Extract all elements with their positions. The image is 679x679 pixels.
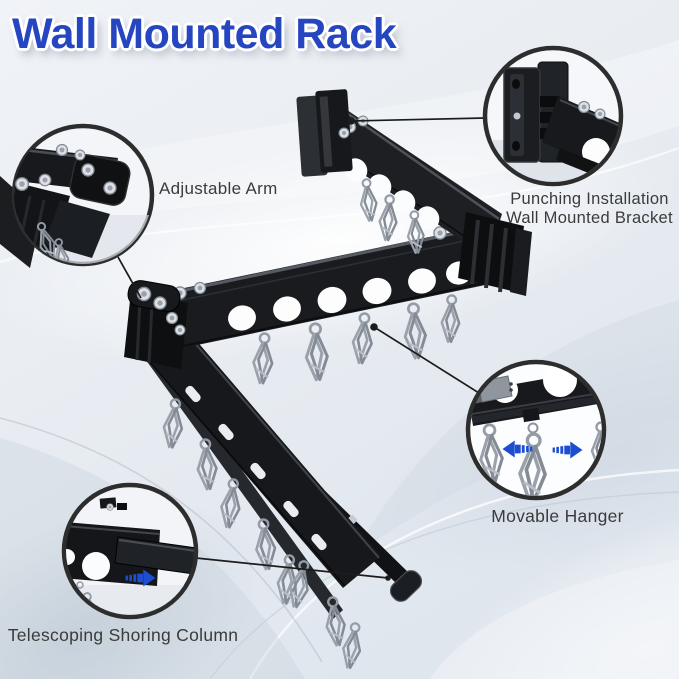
callout-label-wall-bracket: Punching Installation Wall Mounted Brack… xyxy=(499,190,679,228)
top-wall-bracket xyxy=(296,89,353,177)
callout-label-telescoping-column: Telescoping Shoring Column xyxy=(7,625,239,645)
label-line-2: Wall Mounted Bracket xyxy=(506,209,673,227)
page-title: Wall Mounted Rack xyxy=(12,10,397,58)
left-joint xyxy=(124,280,188,369)
callout-label-adjustable-arm: Adjustable Arm xyxy=(159,179,278,198)
label-line-1: Punching Installation xyxy=(510,190,669,208)
callout-label-movable-hanger: Movable Hanger xyxy=(491,506,624,526)
